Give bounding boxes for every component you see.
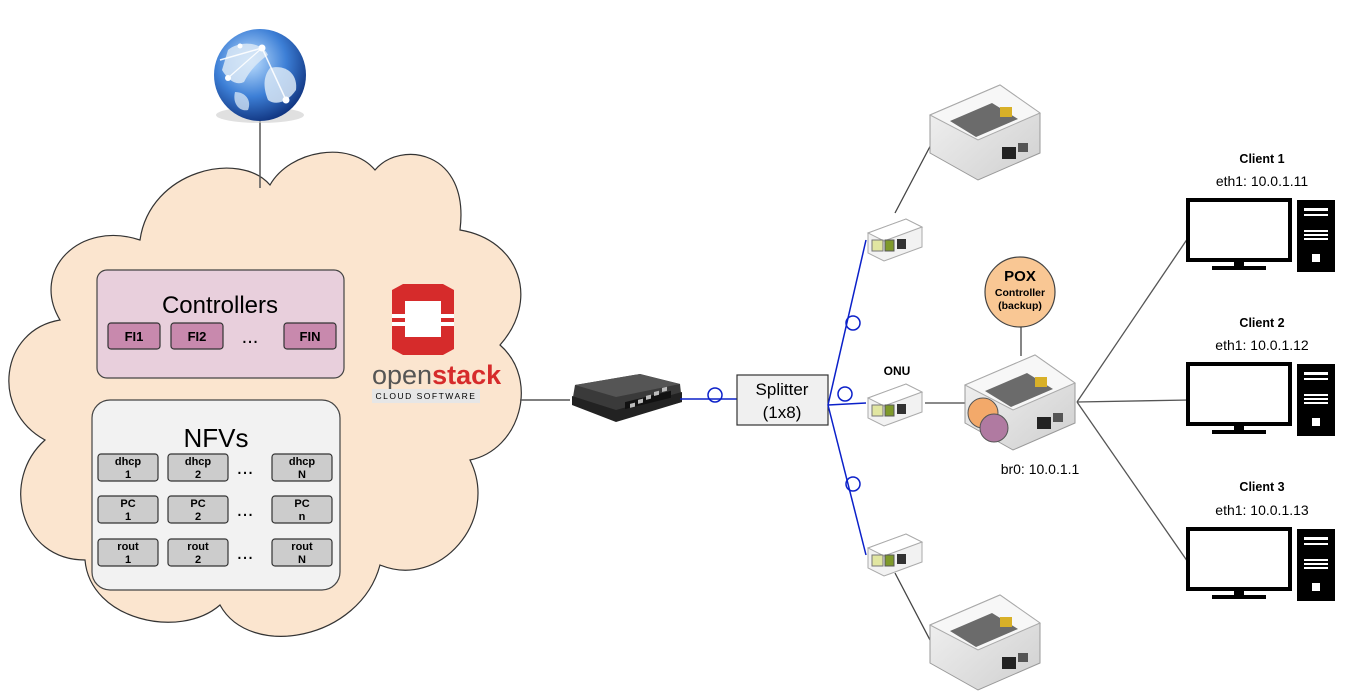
pox-title: POX — [1004, 268, 1036, 285]
board-to-client3-link — [1076, 401, 1191, 566]
openstack-wordmark-open: open — [372, 360, 432, 390]
splitter: Splitter (1x8) — [736, 374, 829, 426]
controller-fi2: FI2 — [170, 322, 224, 350]
nfv-ellipsis: ... — [237, 542, 254, 564]
nfv-item-label: 1 — [125, 469, 131, 481]
onu-top-to-board-link — [894, 136, 936, 214]
fiber-olt-to-splitter — [680, 387, 738, 403]
openstack-tagline-bar — [372, 389, 480, 403]
controller-fin-label: FIN — [300, 329, 321, 344]
openstack-wordmark: openstack — [372, 360, 502, 390]
client-2-name: Client 2 — [1239, 316, 1284, 330]
nfv-item-label: rout — [291, 541, 313, 553]
client-1-ip: eth1: 10.0.1.11 — [1216, 173, 1309, 189]
nfv-item-label: 1 — [125, 511, 131, 523]
onu-middle-icon — [866, 383, 924, 427]
client-2: Client 2 eth1: 10.0.1.12 — [1186, 316, 1335, 436]
controller-fi2-label: FI2 — [188, 329, 207, 344]
olt-switch-icon — [572, 374, 682, 422]
board-top-icon — [928, 84, 1042, 181]
nfv-item-label: PC — [294, 498, 309, 510]
pox-controller: POX Controller (backup) — [984, 256, 1056, 328]
client-1-computer-icon — [1186, 198, 1335, 272]
nfv-item-label: N — [298, 469, 306, 481]
nfv-item-label: N — [298, 554, 306, 566]
openstack-tagline: CLOUD SOFTWARE — [376, 391, 477, 401]
nfv-item-label: n — [299, 511, 306, 523]
nfv-item-label: dhcp — [289, 456, 316, 468]
nfv-item-label: PC — [190, 498, 205, 510]
nfv-item-label: rout — [117, 541, 139, 553]
client-3: Client 3 eth1: 10.0.1.13 — [1186, 480, 1335, 601]
client-1: Client 1 eth1: 10.0.1.11 — [1186, 152, 1335, 272]
nfv-item-label: 2 — [195, 511, 201, 523]
nfv-item: PCn — [271, 495, 333, 524]
controller-fin: FIN — [283, 322, 337, 350]
board-bottom-icon — [928, 594, 1042, 691]
nfv-item-label: 2 — [195, 469, 201, 481]
splitter-box — [736, 374, 829, 426]
client-3-computer-icon — [1186, 527, 1335, 601]
bridge-label: br0: 10.0.1.1 — [1001, 461, 1080, 477]
onu-bottom-icon — [866, 533, 924, 577]
board-overlay-purple — [979, 413, 1009, 443]
splitter-label-line2: (1x8) — [763, 403, 802, 422]
nfv-ellipsis: ... — [237, 457, 254, 479]
client-3-ip: eth1: 10.0.1.13 — [1215, 502, 1309, 518]
nfv-item-label: 1 — [125, 554, 131, 566]
openstack-mark-icon — [392, 284, 454, 355]
onu-bottom-to-board-link — [894, 572, 931, 641]
controller-fi1: FI1 — [107, 322, 161, 350]
nfv-ellipsis: ... — [237, 499, 254, 521]
controller-fi1-label: FI1 — [125, 329, 144, 344]
nfv-item-label: PC — [120, 498, 135, 510]
nfv-item-label: dhcp — [185, 456, 212, 468]
internet-globe-icon — [214, 29, 306, 123]
nfv-item-label: 2 — [195, 554, 201, 566]
nfv-item: PC2 — [167, 495, 229, 524]
client-2-computer-icon — [1186, 362, 1335, 436]
client-2-ip: eth1: 10.0.1.12 — [1215, 337, 1309, 353]
board-to-client2-link — [1076, 399, 1191, 403]
controllers-ellipsis: ... — [242, 326, 259, 348]
nfv-item-label: dhcp — [115, 456, 142, 468]
splitter-label-line1: Splitter — [756, 380, 809, 399]
nfv-item-label: rout — [187, 541, 209, 553]
pox-line2: Controller — [995, 287, 1045, 299]
board-to-client1-link — [1076, 234, 1191, 403]
openstack-logo: openstack CLOUD SOFTWARE — [372, 284, 502, 403]
fiber-splitter-to-onus — [827, 239, 867, 556]
pox-line3: (backup) — [998, 300, 1042, 312]
pox-circle — [984, 256, 1056, 328]
openstack-wordmark-stack: stack — [432, 360, 502, 390]
onu-label: ONU — [884, 364, 911, 378]
client-1-name: Client 1 — [1239, 152, 1284, 166]
onu-top-icon — [866, 218, 924, 262]
nfvs-panel: NFVs dhcp1dhcp2dhcpN...PC1PC2PCn...rout1… — [91, 399, 341, 591]
nfv-item: PC1 — [97, 495, 159, 524]
nfvs-title: NFVs — [184, 423, 249, 453]
client-3-name: Client 3 — [1239, 480, 1284, 494]
controllers-panel: Controllers FI1 FI2 ... FIN — [96, 269, 345, 379]
controllers-title: Controllers — [162, 292, 278, 319]
